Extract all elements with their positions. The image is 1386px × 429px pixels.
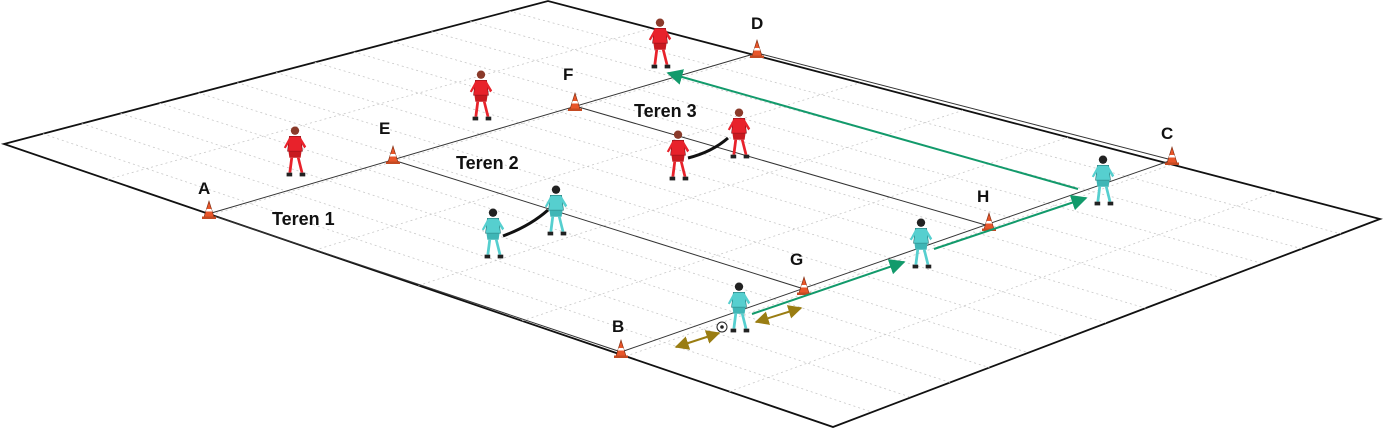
- run-arrow-to-d: [666, 69, 1079, 190]
- line-b-c: [620, 159, 1173, 353]
- line-e-g: [392, 159, 805, 290]
- grid-line: [314, 82, 861, 251]
- contact-curve-zone2: [502, 208, 549, 238]
- cone-icon: [1164, 146, 1180, 166]
- point-label-a: A: [198, 179, 210, 198]
- contact-curve-zone3: [687, 136, 729, 160]
- grid-line: [107, 27, 653, 180]
- grid-line: [509, 10, 1342, 235]
- grid-line: [314, 61, 1146, 309]
- point-label-f: F: [563, 65, 573, 84]
- line-d-c: [756, 52, 1173, 161]
- zone-label-2: Teren 2: [456, 153, 519, 173]
- line-a-b: [207, 213, 622, 353]
- arrows: [502, 69, 1088, 350]
- point-label-c: C: [1161, 124, 1173, 143]
- dribble-arrow-left: [674, 330, 721, 350]
- grid-line: [729, 191, 1277, 393]
- grid-line: [42, 133, 873, 413]
- zone-lines: [207, 52, 1173, 353]
- grid-line: [418, 109, 965, 286]
- line-a-d: [207, 52, 758, 215]
- point-label-g: G: [790, 250, 803, 269]
- grid-line: [120, 112, 951, 383]
- zone-labels: Teren 1 Teren 2 Teren 3: [272, 101, 697, 229]
- line-f-h: [574, 105, 990, 227]
- dribble-arrow-right: [754, 305, 803, 325]
- grid-line: [392, 41, 1224, 279]
- point-labels: A E F D B G H C: [198, 14, 1173, 336]
- point-label-h: H: [977, 187, 989, 206]
- grid-line: [353, 51, 1185, 294]
- pass-arrow-2: [933, 194, 1088, 250]
- cone-icon: [749, 39, 765, 59]
- zone-label-3: Teren 3: [634, 101, 697, 121]
- ball-icon: [716, 321, 728, 333]
- grid-line: [625, 164, 1173, 357]
- grid-line: [521, 136, 1069, 322]
- zone-label-1: Teren 1: [272, 209, 335, 229]
- point-label-d: D: [751, 14, 763, 33]
- point-label-b: B: [612, 317, 624, 336]
- point-label-e: E: [379, 119, 390, 138]
